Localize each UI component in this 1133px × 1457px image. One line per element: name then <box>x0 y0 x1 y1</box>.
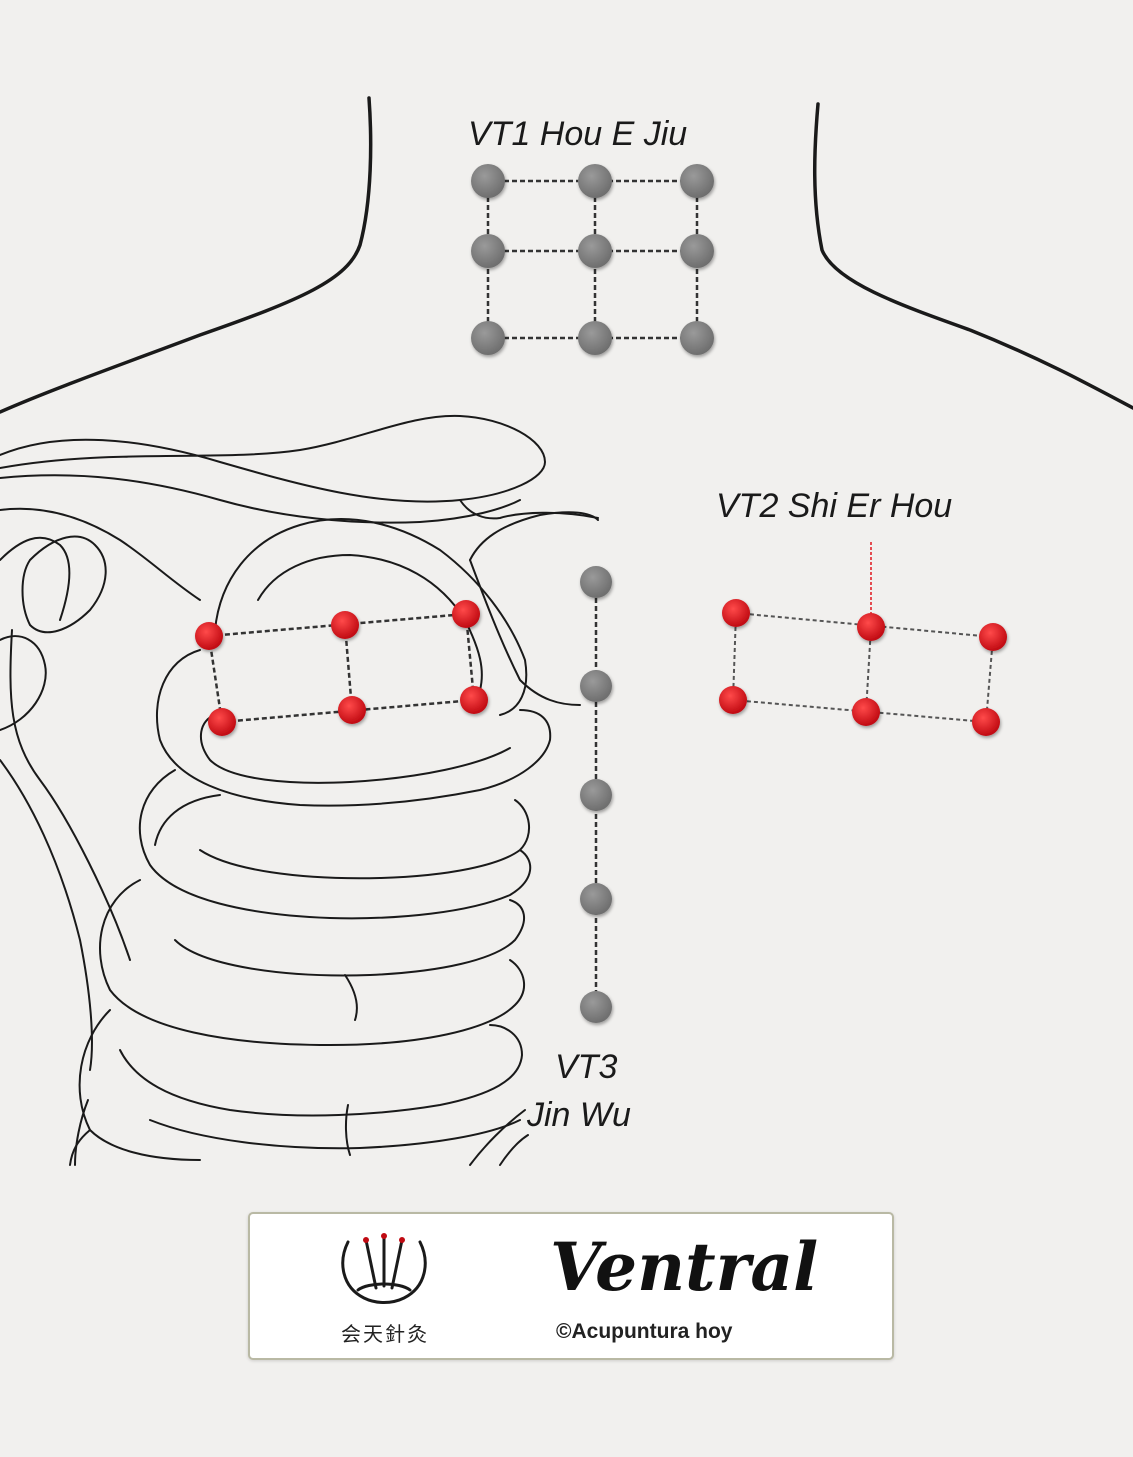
vt3-point <box>580 670 612 702</box>
vt1-point <box>680 321 714 355</box>
vt1-point <box>578 321 612 355</box>
vt3-label-line2: Jin Wu <box>526 1096 631 1134</box>
vt1-point <box>578 164 612 198</box>
copyright-text: ©Acupuntura hoy <box>556 1320 733 1343</box>
vt1-point <box>471 164 505 198</box>
vt3-point <box>580 883 612 915</box>
vt3-point <box>580 779 612 811</box>
vt2-point <box>719 686 747 714</box>
vt2-point <box>979 623 1007 651</box>
vt3-label-line1: VT3 <box>555 1048 617 1086</box>
chest-red-points <box>195 600 488 736</box>
neck-left-line <box>0 96 373 414</box>
view-title: Ventral <box>550 1228 819 1306</box>
vt2-point <box>722 599 750 627</box>
needles-in-bowl-icon <box>341 1233 427 1304</box>
legend-panel: 会天針灸 Ventral ©Acupuntura hoy <box>248 1212 894 1360</box>
red-point <box>452 600 480 628</box>
vt1-points <box>471 164 714 355</box>
vt1-point <box>680 164 714 198</box>
vt3-point <box>580 566 612 598</box>
vt2-label: VT2 Shi Er Hou <box>716 487 952 525</box>
vt1-point <box>578 234 612 268</box>
vt1-point <box>471 234 505 268</box>
vt1-label: VT1 Hou E Jiu <box>468 115 687 153</box>
clavicle <box>0 414 546 503</box>
vt1-point <box>471 321 505 355</box>
ribcage-drawing <box>0 414 599 1166</box>
vt2-point <box>852 698 880 726</box>
vt3-point <box>580 991 612 1023</box>
vt2-points <box>719 599 1007 736</box>
red-point <box>460 686 488 714</box>
red-point <box>195 622 223 650</box>
vt2-point <box>972 708 1000 736</box>
red-point <box>331 611 359 639</box>
vt3-points <box>580 566 612 1023</box>
red-point <box>338 696 366 724</box>
body-outline <box>0 96 1133 414</box>
red-point <box>208 708 236 736</box>
logo-caption: 会天針灸 <box>341 1322 429 1346</box>
neck-right-line <box>812 102 1133 410</box>
vt1-point <box>680 234 714 268</box>
vt2-point <box>857 613 885 641</box>
